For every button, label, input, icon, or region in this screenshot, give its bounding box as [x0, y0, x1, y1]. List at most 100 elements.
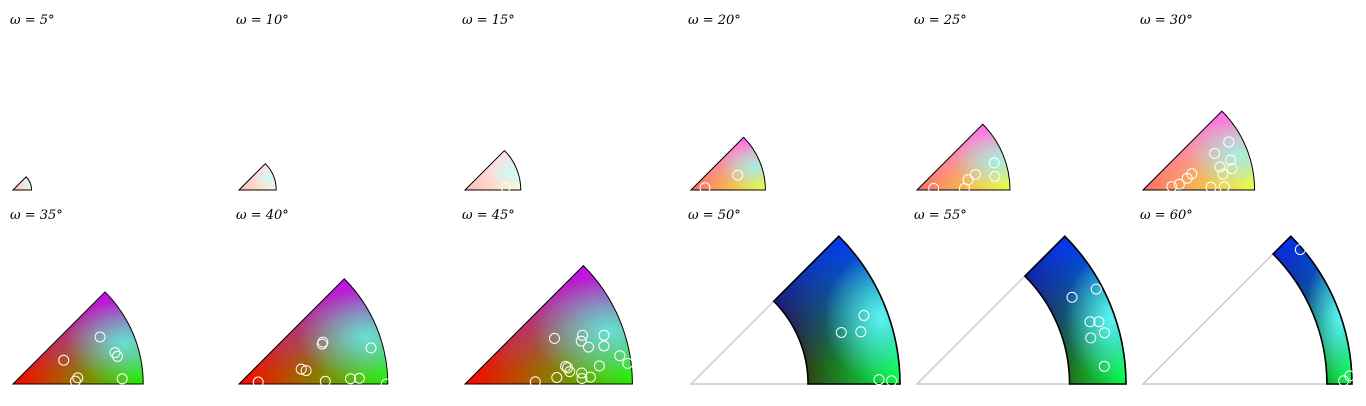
panel-label-12: ω = 60° [1140, 208, 1193, 223]
ipf-panel-9 [463, 264, 634, 388]
orientation-marker [598, 329, 610, 341]
orientation-marker [365, 342, 377, 354]
orientation-marker [353, 372, 365, 384]
orientation-marker [969, 169, 981, 180]
panel-label-6: ω = 30° [1140, 13, 1193, 28]
orientation-marker [551, 372, 563, 383]
orientation-marker [583, 341, 594, 353]
panel-label-11: ω = 55° [914, 208, 967, 223]
ipf-panel-11 [915, 235, 1127, 385]
orientation-marker [109, 347, 121, 359]
sector-outline [1141, 110, 1256, 191]
sector-outline [237, 162, 277, 191]
sector-outline [237, 278, 389, 385]
orientation-marker [858, 310, 870, 321]
ipf-panel-7 [11, 291, 144, 387]
orientation-marker [962, 174, 974, 186]
orientation-marker [380, 378, 392, 390]
orientation-marker [855, 326, 867, 338]
orientation-marker [732, 169, 744, 181]
ipf-panel-10 [689, 235, 901, 387]
color-haze [691, 137, 766, 190]
orientation-marker [1093, 316, 1105, 328]
orientation-marker [529, 376, 541, 388]
orientation-marker [1166, 181, 1178, 193]
panel-label-9: ω = 45° [462, 208, 515, 223]
orientation-marker [576, 373, 588, 384]
panel-label-3: ω = 15° [462, 13, 515, 28]
orientation-marker [1098, 360, 1110, 372]
orientation-marker [1344, 370, 1356, 382]
color-haze [1143, 111, 1255, 190]
orientation-marker [1217, 168, 1229, 180]
panel-label-4: ω = 20° [688, 13, 741, 28]
orientation-marker [300, 365, 312, 377]
sector-outline [463, 149, 522, 191]
orientation-marker [94, 331, 106, 343]
sector-outline [11, 291, 144, 385]
orientation-marker [116, 373, 128, 385]
panel-label-2: ω = 10° [236, 13, 289, 28]
color-glow [1273, 236, 1352, 384]
sector-outline [1023, 235, 1127, 385]
orientation-marker [835, 327, 847, 338]
color-glow [13, 291, 144, 384]
orientation-marker [699, 182, 711, 194]
orientation-marker [1066, 291, 1078, 303]
sector-outline [915, 123, 1011, 191]
color-haze [917, 124, 1010, 190]
orientation-marker [317, 336, 329, 348]
sector-outline [463, 264, 633, 385]
orientation-marker [72, 372, 84, 384]
ipf-panel-6 [1141, 110, 1256, 193]
orientation-marker [1218, 181, 1230, 193]
color-glow [917, 124, 1010, 190]
orientation-marker [1226, 163, 1238, 175]
orientation-marker [1084, 316, 1096, 328]
orientation-marker [1225, 154, 1237, 166]
sector-outline [1271, 235, 1353, 385]
sector-outline [11, 176, 33, 191]
ipf-panel-1 [11, 176, 33, 191]
orientation-marker [1223, 136, 1235, 148]
orientation-marker [576, 367, 588, 379]
orientation-marker [319, 375, 331, 387]
orientation-marker [575, 335, 587, 347]
orientation-marker [1186, 168, 1198, 180]
orientation-marker [614, 350, 626, 362]
orientation-marker [886, 375, 898, 387]
panel-label-10: ω = 50° [688, 208, 741, 223]
orientation-marker [500, 182, 511, 193]
orientation-marker [1099, 327, 1110, 339]
ipf-panel-2 [237, 162, 277, 191]
orientation-marker [58, 354, 70, 366]
ipf-panel-5 [915, 123, 1011, 194]
orientation-marker [598, 340, 610, 352]
orientation-marker [622, 357, 634, 369]
panel-label-5: ω = 25° [914, 13, 967, 28]
orientation-marker [1085, 332, 1097, 344]
orientation-marker [252, 376, 264, 388]
orientation-marker [577, 329, 588, 341]
color-glow [773, 236, 900, 384]
ipf-panel-4 [689, 136, 766, 194]
orientation-marker [562, 362, 573, 374]
orientation-marker [988, 157, 1000, 169]
panel-label-1: ω = 5° [10, 13, 55, 28]
orientation-marker [295, 363, 307, 375]
orientation-marker [989, 170, 1001, 182]
color-glow [1024, 236, 1126, 384]
orientation-marker [928, 182, 940, 194]
sector-outline [772, 235, 901, 385]
orientation-marker [1294, 244, 1306, 256]
color-haze [465, 150, 521, 190]
color-glow [239, 278, 388, 384]
orientation-marker [112, 350, 123, 362]
orientation-marker [1214, 161, 1226, 173]
color-haze [239, 163, 277, 190]
color-glow [691, 137, 766, 190]
sector-outline [689, 136, 766, 191]
orientation-marker [69, 375, 81, 387]
panel-label-7: ω = 35° [10, 208, 63, 223]
